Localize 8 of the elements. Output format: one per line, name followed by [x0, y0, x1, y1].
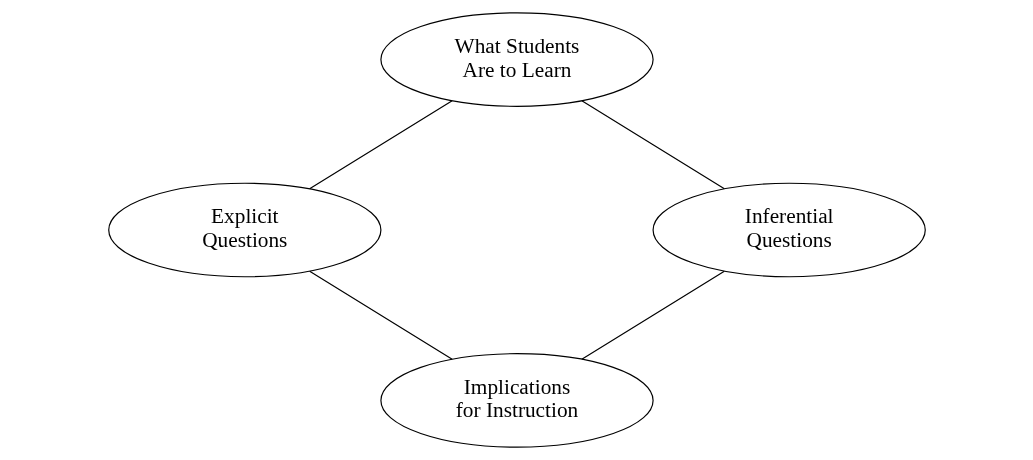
node-ellipse: Explicit Questions — [107, 182, 381, 278]
node-ellipse: What Students Are to Learn — [379, 12, 654, 107]
connector — [308, 100, 453, 190]
connector — [580, 270, 725, 360]
connector — [580, 100, 725, 190]
node-ellipse: Implications for Instruction — [379, 353, 654, 448]
node-ellipse: Inferential Questions — [652, 182, 926, 278]
connector — [308, 270, 453, 360]
